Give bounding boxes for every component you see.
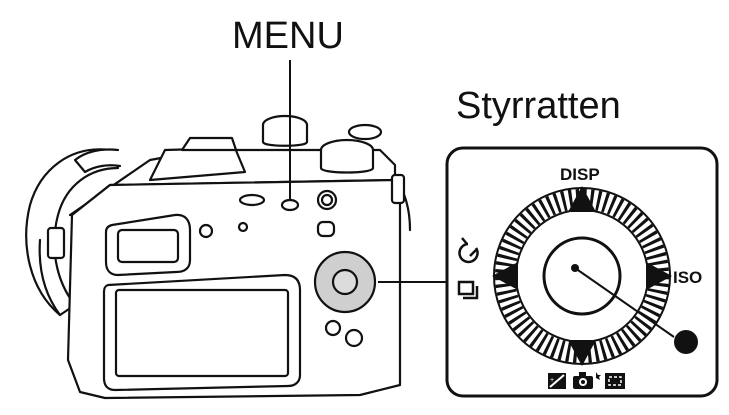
lens-side — [38, 238, 62, 317]
rear-rocker — [316, 220, 336, 238]
control-wheel-detail: DISP ISO + — [445, 146, 719, 398]
disp-label: DISP — [560, 165, 600, 184]
control-dial-side — [319, 148, 375, 174]
lens-ring — [73, 148, 122, 174]
strap-lug-right — [390, 173, 406, 205]
hot-shoe — [180, 136, 238, 152]
center-button — [542, 236, 622, 316]
self-timer-icon — [458, 237, 479, 264]
center-button-marker — [674, 330, 698, 354]
playback-small — [237, 221, 249, 233]
af-mf-lever — [238, 193, 266, 207]
camera-illustration — [25, 114, 412, 400]
shutter-ring — [347, 123, 383, 141]
delete-button — [344, 328, 364, 348]
menu-label: MENU — [232, 15, 344, 57]
strap-lug-left — [46, 226, 66, 260]
focus-area-icon — [605, 373, 625, 389]
arrow-left — [492, 262, 518, 290]
lcd-screen — [114, 288, 290, 378]
playback-button — [324, 319, 342, 337]
camera-control-wheel-center — [331, 268, 359, 296]
arrow-up — [568, 186, 596, 212]
drive-mode-icon — [457, 280, 479, 300]
center-leader-line — [574, 267, 675, 338]
exposure-compensation-icon: + — [548, 373, 566, 389]
menu-button — [280, 198, 300, 212]
eyecup-inner — [116, 228, 180, 264]
mode-dial-side — [261, 123, 309, 147]
control-wheel-title: Styrratten — [456, 85, 621, 127]
iso-label: ISO — [673, 268, 702, 287]
arrow-right — [646, 262, 672, 290]
scene-selection-icon — [573, 372, 601, 389]
arrow-down — [568, 340, 596, 366]
svg-text:+: + — [550, 377, 554, 384]
fn-button — [198, 223, 214, 239]
c1-button-inner — [320, 193, 334, 207]
